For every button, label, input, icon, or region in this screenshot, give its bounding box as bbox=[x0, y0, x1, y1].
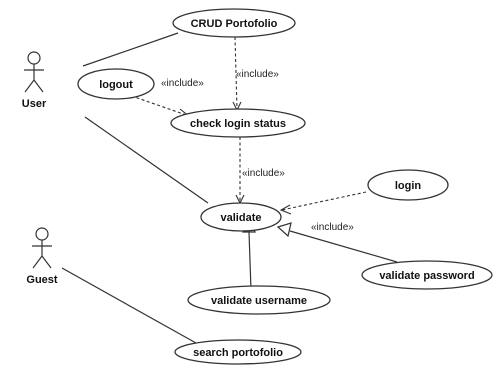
include-crud-to-check bbox=[234, 36, 238, 110]
use-case-validate-password: validate password bbox=[361, 260, 493, 290]
generalization-password-head bbox=[276, 222, 292, 238]
include-login-to-validate-arrowhead bbox=[279, 204, 292, 215]
actor-user-label: User bbox=[22, 98, 47, 110]
generalization-username-line bbox=[248, 231, 252, 291]
association-guest-search bbox=[61, 267, 197, 344]
actor-guest-label: Guest bbox=[26, 274, 58, 286]
actor-user: User bbox=[22, 51, 47, 110]
use-case-crud-portofolio: CRUD Portofolio bbox=[172, 8, 296, 38]
use-case-logout-label: logout bbox=[99, 79, 133, 91]
association-user-validate bbox=[84, 116, 209, 204]
use-case-search-portofolio-label: search portofolio bbox=[193, 347, 283, 359]
use-case-crud-portofolio-label: CRUD Portofolio bbox=[191, 18, 278, 30]
include-logout-to-check bbox=[125, 93, 190, 117]
use-case-validate-username-label: validate username bbox=[211, 295, 307, 307]
include-label-check-validate: «include» bbox=[242, 168, 285, 179]
actor-user-figure-icon bbox=[24, 51, 44, 93]
use-case-validate-label: validate bbox=[221, 212, 262, 224]
use-case-check-login-status-label: check login status bbox=[190, 118, 286, 130]
include-label-logout-check: «include» bbox=[161, 78, 204, 89]
actor-guest-figure-icon bbox=[32, 227, 52, 269]
include-label-crud-check: «include» bbox=[236, 69, 279, 80]
include-login-to-validate bbox=[281, 191, 367, 211]
use-case-login: login bbox=[367, 169, 449, 201]
use-case-search-portofolio: search portofolio bbox=[174, 339, 302, 365]
use-case-logout: logout bbox=[77, 68, 155, 100]
use-case-validate-username: validate username bbox=[187, 285, 331, 315]
use-case-login-label: login bbox=[395, 180, 422, 192]
generalization-password-line bbox=[289, 230, 398, 263]
use-case-validate-password-label: validate password bbox=[379, 270, 474, 282]
use-case-validate: validate bbox=[200, 202, 282, 232]
actor-guest: Guest bbox=[26, 227, 58, 286]
use-case-check-login-status: check login status bbox=[170, 108, 306, 138]
include-label-login-validate: «include» bbox=[311, 222, 354, 233]
association-user-crud bbox=[82, 32, 179, 67]
